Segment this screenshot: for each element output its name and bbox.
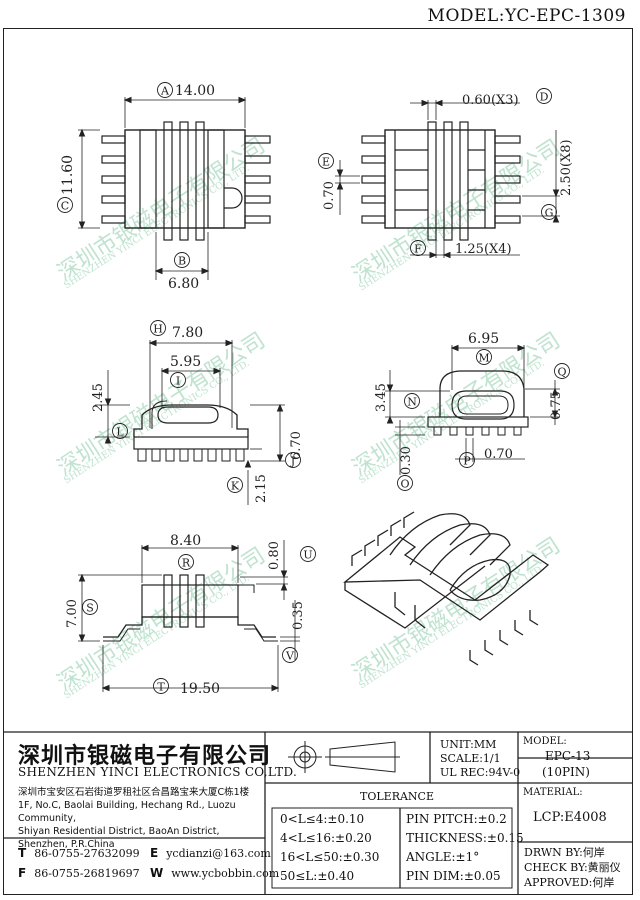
- svg-text:O: O: [400, 478, 409, 491]
- material-value: LCP:E4008: [533, 810, 607, 825]
- svg-text:Q: Q: [557, 366, 566, 379]
- svg-text:J: J: [290, 455, 295, 468]
- unit: UNIT:MM: [440, 738, 497, 751]
- scale: SCALE:1/1: [440, 752, 501, 765]
- tol2-1: THICKNESS:±0.15: [406, 831, 524, 845]
- dim-bottom-overall: 19.50: [180, 681, 220, 697]
- svg-text:C: C: [61, 200, 69, 213]
- dim-end-h1: 3.45: [374, 383, 389, 412]
- dim-bottom-h: 7.00: [65, 599, 80, 628]
- svg-text:S: S: [86, 602, 94, 615]
- approved-by: APPROVED:何岸: [524, 876, 615, 889]
- svg-text:T: T: [157, 681, 165, 694]
- model-title: MODEL:YC-EPC-1309: [427, 6, 626, 26]
- company-name-cn: 深圳市银磁电子有限公司: [18, 744, 272, 769]
- model-pins: (10PIN): [542, 765, 590, 779]
- dim-side-pitch: 0.60(X3): [462, 93, 519, 108]
- dim-top-slot: 6.80: [168, 276, 199, 292]
- web-value: www.ycbobbin.com: [171, 867, 280, 880]
- svg-text:F: F: [414, 243, 422, 256]
- dim-front-pin: 2.15: [254, 474, 269, 503]
- svg-text:M: M: [478, 352, 489, 365]
- ul-rec: UL REC:94V-0: [440, 766, 521, 779]
- tol-0: 0<L≤4:±0.10: [280, 812, 365, 826]
- dim-side-pin-pitch: 2.50(X8): [559, 139, 574, 196]
- tol2-0: PIN PITCH:±0.2: [406, 812, 507, 826]
- top-view: A 14.00 C 11.60 B 6.80: [57, 82, 271, 292]
- material-label: MATERIAL:: [523, 787, 583, 798]
- side-view: 0.60(X3) D E 0.70 2.50(X8) G F 1.25(X4): [318, 88, 574, 259]
- svg-text:K: K: [231, 480, 240, 493]
- dim-front-base: 2.45: [91, 383, 106, 412]
- tol2-2: ANGLE:±1°: [406, 850, 480, 864]
- tol-3: 50≤L:±0.40: [280, 869, 355, 883]
- dim-front-overall: 7.80: [172, 325, 203, 341]
- svg-text:H: H: [153, 323, 163, 336]
- dim-end-width: 6.95: [468, 331, 499, 347]
- check-by: CHECK BY:黄丽仪: [524, 861, 621, 874]
- drawn-by: DRWN BY:何岸: [524, 846, 605, 859]
- dim-end-gap: 0.30: [399, 446, 414, 475]
- dim-side-pin-span: 1.25(X4): [455, 242, 512, 257]
- drawing-sheet: [3, 28, 633, 895]
- contact-fax: F 86-0755-26819697: [18, 866, 140, 880]
- dim-end-h2: 0.75: [549, 391, 564, 420]
- tolerance-title: TOLERANCE: [360, 790, 434, 803]
- company-name-en: SHENZHEN YINCI ELECTRONICS CO,LTD.: [18, 765, 298, 779]
- svg-text:D: D: [540, 91, 549, 104]
- dim-bottom-inner: 8.40: [170, 533, 201, 549]
- svg-text:A: A: [160, 85, 170, 98]
- title-block-grid: [3, 731, 633, 895]
- fax-label: F: [18, 866, 27, 880]
- dim-front-inner: 5.95: [170, 354, 201, 370]
- address-cn: 深圳市宝安区石岩街道罗租社区合昌路宝来大厦C栋1楼: [18, 787, 250, 798]
- fax-value: 86-0755-26819697: [34, 867, 140, 880]
- dim-bottom-foot: 0.35: [291, 601, 306, 630]
- end-view: 6.95 M 3.45 N 0.75 Q 0.30 O P 0.70: [374, 331, 570, 491]
- svg-text:N: N: [407, 396, 417, 409]
- projection-symbol-icon: [288, 741, 400, 773]
- tel-label: T: [18, 846, 27, 860]
- dim-bottom-top: 0.80: [267, 541, 282, 570]
- web-label: W: [150, 866, 164, 880]
- tol2-3: PIN DIM:±0.05: [406, 869, 501, 883]
- tol-1: 4<L≤16:±0.20: [280, 831, 372, 845]
- address-en-3: Shenzhen, P.R.China: [18, 839, 115, 850]
- svg-text:B: B: [178, 255, 186, 268]
- svg-text:R: R: [182, 557, 191, 570]
- tel-value: 86-0755-27632099: [34, 847, 140, 860]
- tol-2: 16<L≤50:±0.30: [280, 850, 380, 864]
- dim-top-height: 11.60: [60, 155, 76, 195]
- dim-top-width: 14.00: [175, 83, 215, 99]
- contact-tel: T 86-0755-27632099: [18, 846, 140, 860]
- dim-end-pin: 0.70: [484, 447, 513, 462]
- company-address: 深圳市宝安区石岩街道罗租社区合昌路宝来大厦C栋1楼 1F, No.C, Baol…: [18, 786, 263, 851]
- dim-side-lead: 0.70: [322, 181, 337, 210]
- email-value: ycdianzi@163.com: [166, 847, 271, 860]
- address-en-1: 1F, No.C, Baolai Building, Hechang Rd., …: [18, 800, 236, 824]
- address-en-2: Shiyan Residential District, BaoAn Distr…: [18, 826, 220, 837]
- svg-text:P: P: [463, 455, 471, 468]
- svg-text:U: U: [303, 549, 312, 562]
- isometric-view: [343, 511, 550, 666]
- model-value: EPC-13: [545, 749, 591, 763]
- email-label: E: [150, 846, 159, 860]
- svg-text:E: E: [322, 156, 330, 169]
- svg-text:I: I: [176, 375, 180, 388]
- model-label: MODEL:: [523, 736, 567, 747]
- bottom-view: 8.40 R 7.00 S 0.80 U 0.35 V T 19.50: [65, 533, 316, 697]
- front-view: H 7.80 5.95 I 2.45 L 6.70 J K 2.15: [91, 320, 304, 505]
- svg-text:L: L: [116, 426, 124, 439]
- svg-text:G: G: [545, 207, 554, 220]
- svg-text:V: V: [285, 650, 295, 663]
